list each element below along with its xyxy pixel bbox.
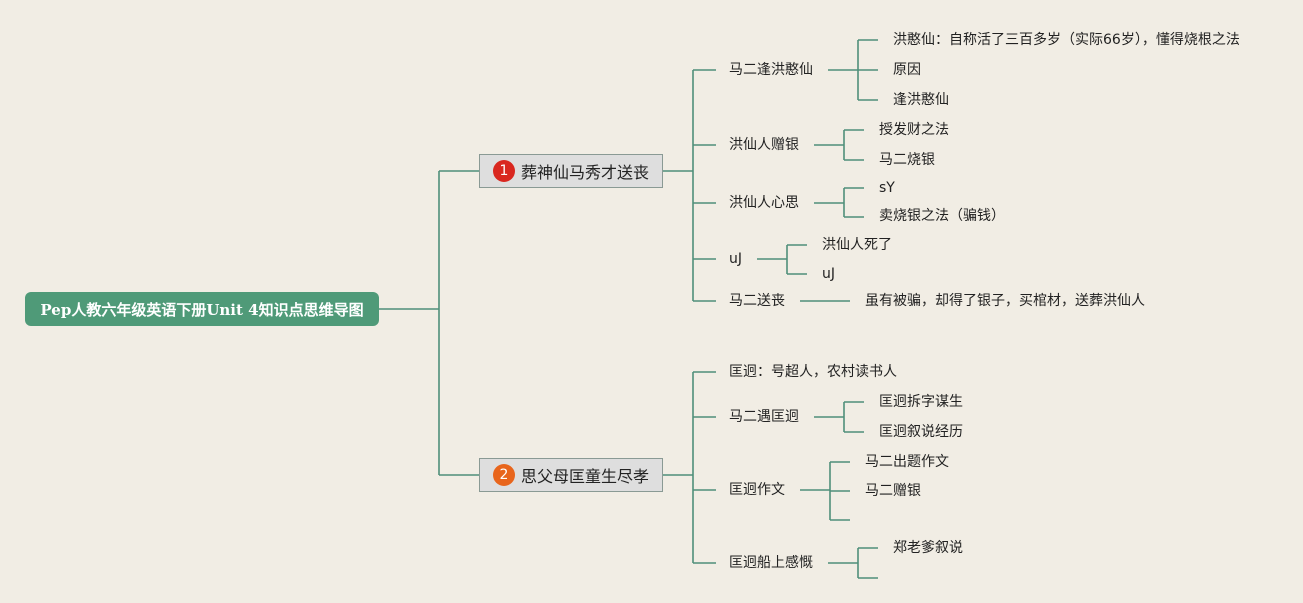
- leaf-b2-n3-1[interactable]: 马二出题作文: [865, 454, 949, 470]
- leaf-b1-n1-1[interactable]: 洪憨仙：自称活了三百多岁（实际66岁），懂得烧根之法: [893, 32, 1240, 48]
- leaf-b1-n4-2[interactable]: uJ: [822, 266, 836, 282]
- leaf-b1-n1-2[interactable]: 原因: [893, 62, 921, 78]
- node-b1-n2[interactable]: 洪仙人赠银: [729, 137, 799, 153]
- leaf-b1-n4-1[interactable]: 洪仙人死了: [822, 237, 892, 253]
- number-badge-icon: 2: [492, 464, 515, 486]
- root-node[interactable]: Pep人教六年级英语下册Unit 4知识点思维导图: [25, 292, 379, 326]
- node-b1-n1[interactable]: 马二逢洪憨仙: [729, 62, 813, 78]
- leaf-b2-n2-2[interactable]: 匡迥叙说经历: [879, 424, 963, 440]
- leaf-b1-n3-1[interactable]: sY: [879, 180, 895, 196]
- node-b2-n4[interactable]: 匡迥船上感慨: [729, 555, 813, 571]
- leaf-b2-n4-1[interactable]: 郑老爹叙说: [893, 540, 963, 556]
- branch-label: 葬神仙马秀才送丧: [520, 163, 649, 182]
- node-b2-n3[interactable]: 匡迥作文: [729, 482, 785, 498]
- leaf-b1-n2-2[interactable]: 马二烧银: [879, 152, 935, 168]
- node-b1-n4[interactable]: uJ: [729, 251, 743, 267]
- root-title: Pep人教六年级英语下册Unit 4知识点思维导图: [40, 300, 364, 319]
- node-b2-n2[interactable]: 马二遇匡迥: [729, 409, 799, 425]
- leaf-b2-n2-1[interactable]: 匡迥拆字谋生: [879, 394, 963, 410]
- branch-label: 思父母匡童生尽孝: [520, 467, 649, 486]
- branch-node-1[interactable]: 1 葬神仙马秀才送丧: [479, 154, 663, 188]
- leaf-b1-n5-1[interactable]: 虽有被骗，却得了银子，买棺材，送葬洪仙人: [865, 293, 1145, 309]
- node-b1-n5[interactable]: 马二送丧: [729, 293, 785, 309]
- branch-node-2[interactable]: 2 思父母匡童生尽孝: [479, 458, 663, 492]
- number-badge-icon: 1: [492, 160, 515, 182]
- node-b1-n3[interactable]: 洪仙人心思: [729, 195, 799, 211]
- leaf-b1-n3-2[interactable]: 卖烧银之法（骗钱）: [879, 208, 1005, 224]
- leaf-b1-n1-3[interactable]: 逢洪憨仙: [893, 92, 949, 108]
- leaf-b1-n2-1[interactable]: 授发财之法: [879, 122, 949, 138]
- node-b2-n1[interactable]: 匡迥：号超人，农村读书人: [729, 364, 897, 380]
- leaf-b2-n3-2[interactable]: 马二赠银: [865, 483, 921, 499]
